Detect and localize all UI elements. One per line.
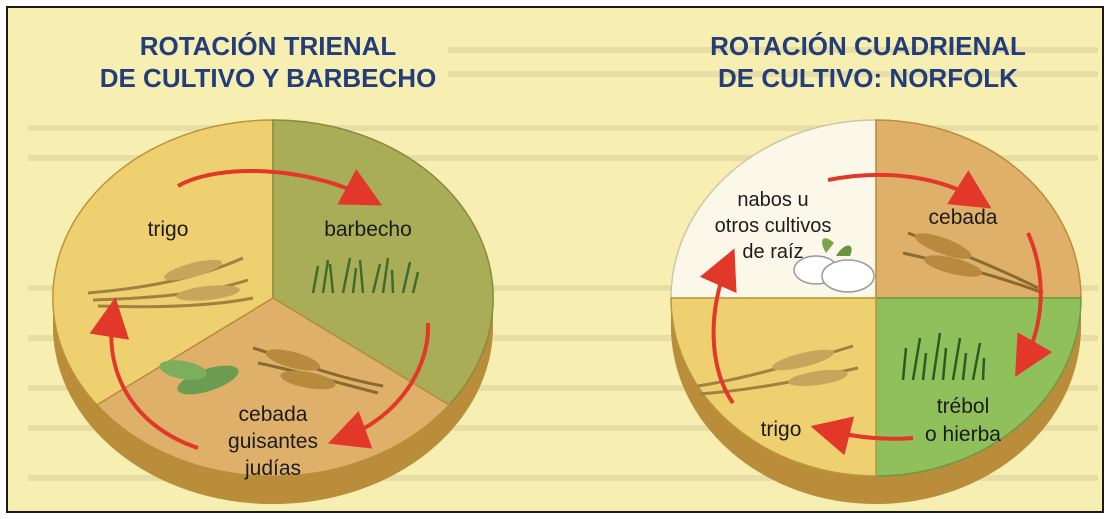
sector-barbecho [272, 119, 494, 406]
diagrams-canvas: trigo barbecho cebada guisantes judías [52, 119, 1082, 504]
clover-grass-illustration-icon [901, 332, 986, 381]
label-cebada-left: cebada [239, 403, 308, 426]
label-nabos-line3: de raíz [742, 241, 803, 263]
sector-cebada-right [875, 119, 1082, 299]
left-title-line2: DE CULTIVO Y BARBECHO [99, 63, 437, 93]
left-rotation-disc: trigo barbecho cebada guisantes judías [52, 119, 494, 504]
label-o-hierba: o hierba [925, 423, 1001, 446]
label-trebol: trébol [937, 395, 990, 418]
right-title-line1: ROTACIÓN CUADRIENAL [710, 31, 1026, 61]
left-diagram-title: ROTACIÓN TRIENAL DE CULTIVO Y BARBECHO [98, 30, 438, 94]
label-trigo-right: trigo [761, 418, 802, 441]
arrow-barbecho-to-cebada [327, 322, 431, 449]
turnip-illustration-icon [793, 238, 875, 293]
right-diagram-title: ROTACIÓN CUADRIENAL DE CULTIVO: NORFOLK [698, 30, 1038, 94]
arrow-cebada-to-trebol [1015, 232, 1053, 377]
left-title-line1: ROTACIÓN TRIENAL [139, 31, 397, 61]
label-barbecho: barbecho [324, 218, 412, 241]
sector-trebol [875, 297, 1082, 477]
label-nabos-line2: otros cultivos [715, 215, 832, 237]
right-title-line2: DE CULTIVO: NORFOLK [718, 63, 1018, 93]
barley-illustration-icon [902, 231, 1044, 295]
label-guisantes: guisantes [228, 430, 318, 453]
arrow-trigo-to-nabos [699, 248, 737, 405]
arrow-trebol-to-trigo [810, 416, 914, 456]
arrow-trigo-to-barbecho [177, 169, 383, 206]
sector-trigo-right [670, 297, 877, 477]
arrow-nabos-to-cebada [827, 170, 992, 209]
diagram-frame: ROTACIÓN TRIENAL DE CULTIVO Y BARBECHO R… [6, 6, 1104, 513]
label-nabos-line1: nabos u [737, 189, 808, 211]
right-rotation-disc: nabos u otros cultivos de raíz cebada tr… [670, 119, 1082, 504]
label-judias: judías [244, 457, 301, 480]
arrow-cebada-to-trigo [89, 297, 199, 450]
wheat-illustration-right-icon [697, 344, 859, 396]
label-cebada-right: cebada [929, 206, 998, 229]
grass-illustration-icon [311, 257, 420, 294]
peas-and-barley-illustration-icon [159, 346, 384, 395]
label-trigo-left: trigo [148, 218, 189, 241]
